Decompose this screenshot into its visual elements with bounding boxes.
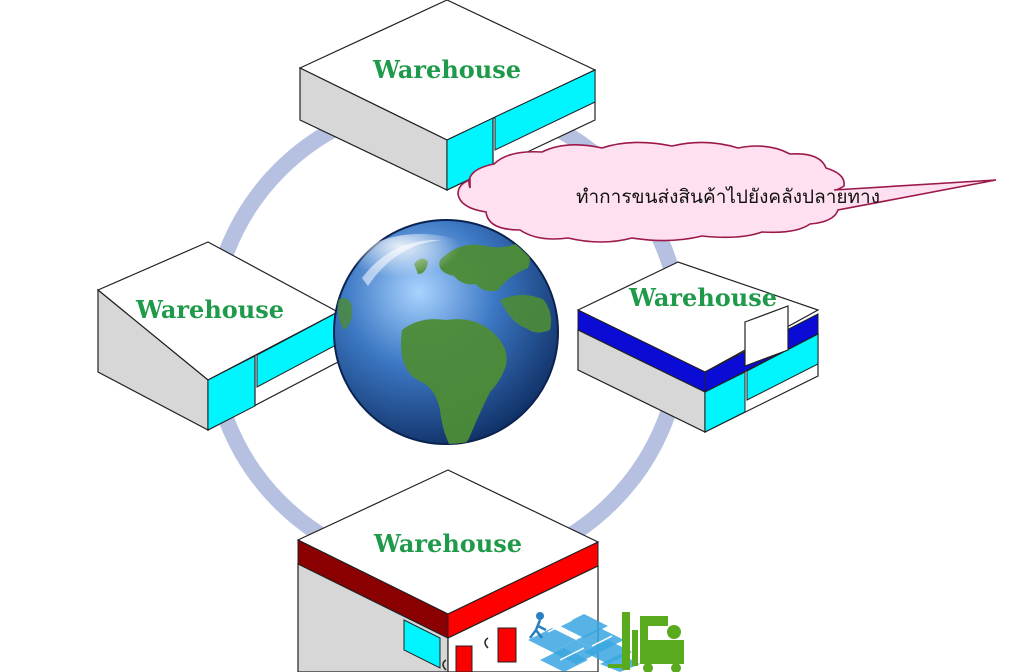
worker-icon	[529, 612, 547, 639]
callout-cloud: ทำการขนส่งสินค้าไปยังคลังปลายทาง	[457, 141, 997, 243]
warehouse-left-label: Warehouse	[135, 295, 284, 324]
warehouse-right-label: Warehouse	[628, 283, 777, 312]
callout-text: ทำการขนส่งสินค้าไปยังคลังปลายทาง	[576, 186, 880, 208]
warehouse-top-label: Warehouse	[372, 55, 521, 84]
forklift-icon	[608, 612, 684, 672]
warehouse-bottom-window	[403, 619, 441, 669]
warehouse-left[interactable]: Warehouse	[96, 241, 340, 431]
warehouse-right-door	[704, 371, 746, 433]
globe-icon	[333, 219, 559, 445]
warehouse-right[interactable]: Warehouse	[576, 261, 820, 433]
pump-icon	[455, 645, 473, 672]
pump-icon	[497, 627, 517, 663]
warehouse-top[interactable]: Warehouse	[298, 0, 597, 191]
warehouse-right-loading-box	[744, 305, 789, 367]
warehouse-right-window	[746, 333, 819, 401]
warehouse-bottom-label: Warehouse	[373, 529, 522, 558]
stacked-boxes-icon	[528, 613, 640, 672]
warehouse-top-window	[494, 69, 596, 151]
